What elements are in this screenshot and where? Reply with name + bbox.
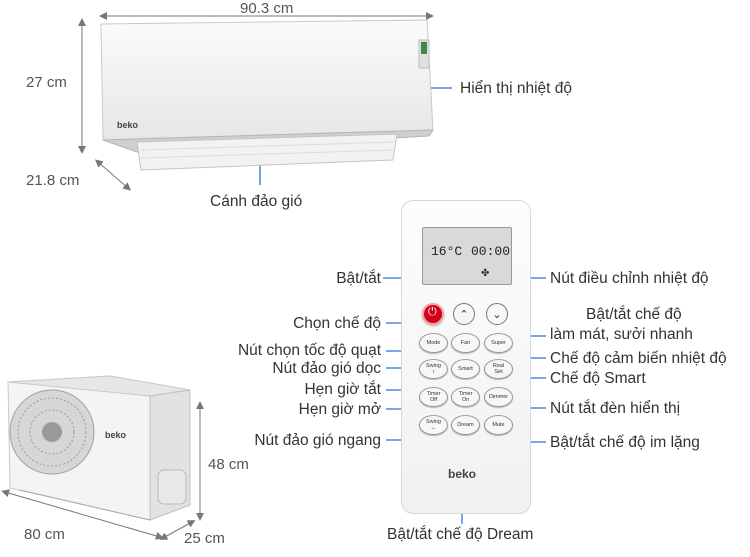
callout-mute: Bật/tắt chế độ im lặng — [550, 434, 700, 451]
callout-temp-adjust: Nút điều chỉnh nhiệt độ — [550, 270, 709, 287]
timer-off-label-1: Timer — [426, 390, 441, 397]
callout-louver: Cánh đảo gió — [210, 193, 303, 210]
remote-brand-logo: beko — [448, 467, 477, 481]
callout-swing-vertical: Nút đảo gió dọc — [272, 360, 381, 377]
mute-button[interactable]: Mute — [484, 415, 513, 435]
super-button[interactable]: Super — [484, 333, 513, 353]
real-set-button[interactable]: Real Set — [484, 359, 513, 379]
indoor-unit: beko — [97, 19, 437, 171]
real-set-label-2: Set — [494, 369, 503, 375]
outdoor-unit-body — [7, 375, 191, 521]
outdoor-unit: beko — [0, 370, 200, 530]
callout-display: Hiển thị nhiệt độ — [460, 80, 573, 97]
chevron-up-icon: ⌃ — [459, 308, 469, 321]
lcd-temp: 16°C — [431, 244, 463, 259]
temp-down-button[interactable]: ⌄ — [486, 303, 508, 325]
real-set-label-1: Real — [492, 362, 505, 369]
indoor-brand-logo: beko — [117, 120, 139, 130]
callout-timer-on: Hẹn giờ mở — [298, 401, 381, 418]
indoor-height-label: 27 cm — [26, 74, 67, 91]
callout-real-set: Chế độ cảm biến nhiệt độ — [550, 350, 727, 367]
chevron-down-icon: ⌄ — [492, 308, 502, 321]
remote-lcd: 16°C 00:00 ✤ — [422, 227, 512, 285]
timer-off-button[interactable]: Timer Off — [419, 387, 448, 407]
timer-on-label-1: Timer — [458, 390, 473, 397]
outdoor-depth-label: 25 cm — [184, 530, 225, 547]
callout-super-line2: làm mát, sưởi nhanh — [550, 326, 693, 343]
outdoor-height-label: 48 cm — [208, 456, 249, 473]
callout-power: Bật/tắt — [336, 270, 381, 287]
remote-control: 16°C 00:00 ✤ ⏻ ⌃ ⌄ Mode Fan Super Swing … — [401, 200, 531, 514]
dimmer-button[interactable]: Dimmer — [484, 387, 513, 407]
swing-vertical-icon: ↕ — [432, 369, 435, 375]
timer-on-label-2: On — [461, 397, 470, 403]
callout-mode: Chọn chế độ — [293, 315, 381, 332]
callout-smart: Chế độ Smart — [550, 370, 646, 387]
callout-timer-off: Hẹn giờ tắt — [304, 381, 381, 398]
callout-dimmer: Nút tắt đèn hiển thị — [550, 400, 681, 417]
timer-off-label-2: Off — [429, 397, 438, 403]
callout-super-line1: Bật/tắt chế độ — [586, 306, 682, 323]
swing-vertical-button[interactable]: Swing ↕ — [419, 359, 448, 379]
dream-button[interactable]: Dream — [451, 415, 480, 435]
swing-horizontal-label: Swing — [426, 418, 441, 425]
smart-button[interactable]: Smart — [451, 359, 480, 379]
outdoor-width-label: 80 cm — [24, 526, 65, 543]
callout-swing-horizontal: Nút đảo gió ngang — [254, 432, 381, 449]
indoor-width-label: 90.3 cm — [240, 0, 294, 17]
swing-vertical-label: Swing — [426, 362, 441, 369]
power-button[interactable]: ⏻ — [422, 303, 444, 325]
outdoor-brand-logo: beko — [105, 430, 127, 440]
timer-on-button[interactable]: Timer On — [451, 387, 480, 407]
mode-button[interactable]: Mode — [419, 333, 448, 353]
lcd-fan-icon: ✤ — [481, 268, 490, 279]
callout-dream: Bật/tắt chế độ Dream — [387, 526, 534, 543]
fan-button[interactable]: Fan — [451, 333, 480, 353]
swing-horizontal-button[interactable]: Swing ↔ — [419, 415, 448, 435]
indoor-depth-label: 21.8 cm — [26, 172, 80, 189]
temp-up-button[interactable]: ⌃ — [453, 303, 475, 325]
power-icon: ⏻ — [428, 306, 437, 318]
callout-fan-speed: Nút chọn tốc độ quạt — [237, 342, 381, 359]
indoor-unit-body — [100, 19, 434, 171]
swing-horizontal-icon: ↔ — [430, 425, 437, 431]
lcd-time: 00:00 — [471, 244, 511, 259]
